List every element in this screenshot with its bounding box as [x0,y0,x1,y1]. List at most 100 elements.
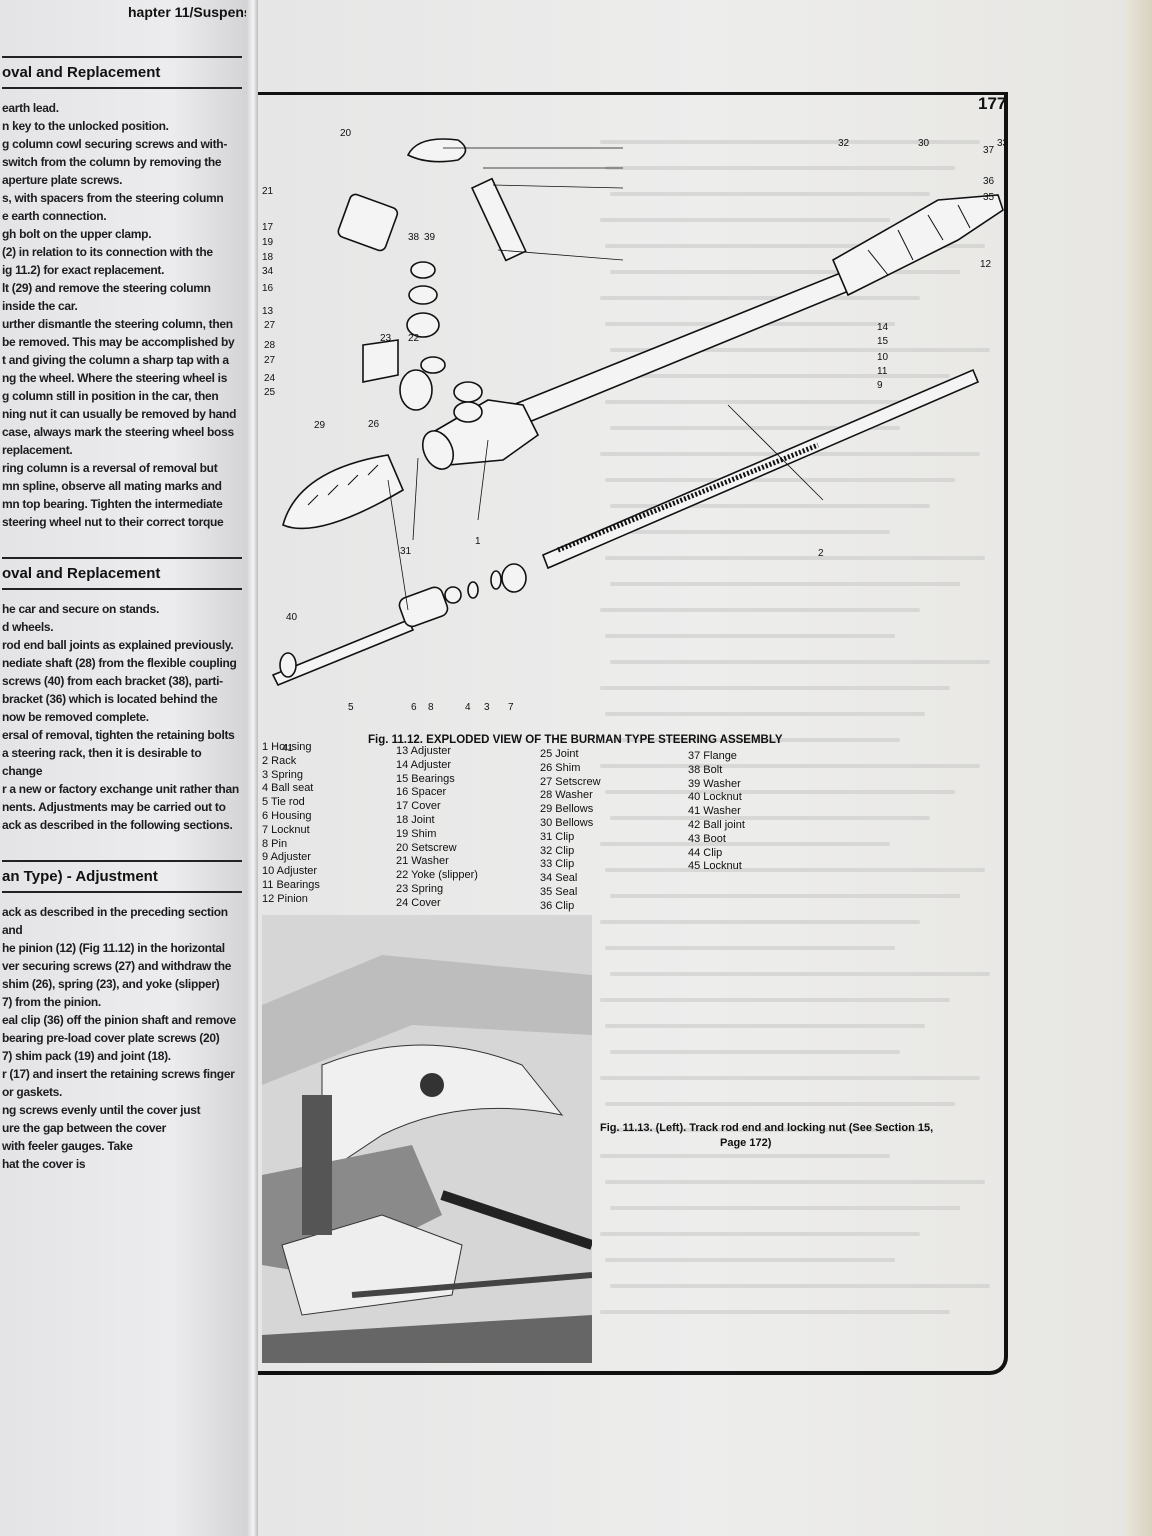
exploded-steering-diagram [271,138,1004,687]
body-text-line: ring column is a reversal of removal but [2,461,218,475]
parts-list-item: 20 Setscrew [396,841,457,854]
figure-11-12-caption: Fig. 11.12. EXPLODED VIEW OF THE BURMAN … [368,734,783,746]
body-text-line: d wheels. [2,620,54,634]
parts-list-item: 8 Pin [262,837,288,850]
section-2: oval and Replacement he car and secure o… [2,557,242,834]
faded-line [600,920,920,924]
callout-label: 5 [348,702,354,713]
callout-label: 30 [918,138,930,149]
parts-list-item: 28 Washer [540,789,593,802]
callout-label: 26 [368,419,380,430]
body-text-line: urther dismantle the steering column, th… [2,317,233,331]
rack-bar [541,368,980,570]
faded-line [610,1128,930,1132]
parts-list-item: 30 Bellows [540,816,594,829]
body-text-line: earth lead. [2,101,59,115]
parts-list-item: 41 Washer [688,805,741,818]
parts-list-item: 17 Cover [396,800,441,813]
frame-top-rule [258,92,1008,95]
body-text-line: n key to the unlocked position. [2,119,169,133]
callout-label: 33 [997,138,1009,149]
faded-line [605,1024,925,1028]
body-text-line: nediate shaft (28) from the flexible cou… [2,656,237,670]
parts-list-item: 23 Spring [396,882,444,895]
body-text-line: (2) in relation to its connection with t… [2,245,213,259]
callout-label: 37 [983,145,995,156]
faded-line [600,1076,980,1080]
parts-list-item: 2 Rack [262,754,297,767]
parts-list-item: 45 Locknut [688,860,742,873]
callout-label: 9 [877,380,883,391]
figure-11-13-caption-line2: Page 172) [720,1137,772,1149]
callout-label: 4 [465,702,471,713]
callout-label: 16 [262,283,274,294]
callout-label: 17 [262,222,274,233]
parts-list-item: 43 Boot [688,832,726,845]
body-text-line: a steering rack, then it is desirable to… [2,746,202,778]
figure-11-13-caption-line1: Fig. 11.13. (Left). Track rod end and lo… [600,1122,934,1134]
section-heading: oval and Replacement [2,557,242,590]
faded-line [605,556,985,560]
parts-list-item: 33 Clip [540,858,575,871]
parts-list-item: 10 Adjuster [262,865,318,878]
section-heading: oval and Replacement [2,56,242,89]
parts-list-item: 37 Flange [688,750,737,762]
faded-line [610,192,930,196]
parts-list-item: 21 Washer [396,855,449,868]
parts-list-item: 31 Clip [540,830,575,843]
body-text-line: g column cowl securing screws and with- [2,137,228,151]
faded-line [610,426,900,430]
faded-line [605,1180,985,1184]
body-text-line: with feeler gauges. Take [2,1139,133,1153]
parts-list-item: 7 Locknut [262,823,310,836]
body-text-line: aperture plate screws. [2,173,123,187]
parts-list-item: 32 Clip [540,844,575,857]
callout-label: 20 [340,128,352,139]
faded-line [605,166,955,170]
callout-label: 13 [262,306,274,317]
section-3: an Type) - Adjustment ack as described i… [2,860,242,1173]
body-text-line: screws (40) from each bracket (38), part… [2,674,223,688]
bellows-left [282,454,405,530]
faded-line [600,530,890,534]
body-text-line: g column still in position in the car, t… [2,389,219,403]
yoke [362,339,399,383]
body-text-line: r (17) and insert the retaining screws f… [2,1067,235,1081]
faded-line [605,868,985,872]
parts-list-item: 15 Bearings [396,772,455,785]
faded-line [610,348,990,352]
body-text-line: lt (29) and remove the steering column [2,281,211,295]
tie-rod [271,618,415,687]
cover-plate [337,193,399,252]
body-text-line: bearing pre-load cover plate screws (20) [2,1031,220,1045]
body-text-line: rod end ball joints as explained previou… [2,638,234,652]
pinion-shaft [470,177,527,262]
body-text-line: he pinion (12) (Fig 11.12) in the horizo… [2,941,225,955]
parts-list-item: 27 Setscrew [540,775,601,788]
faded-line [600,218,890,222]
faded-line [610,582,960,586]
parts-list-item: 34 Seal [540,872,578,885]
faded-line [610,1206,960,1210]
parts-list-item: 9 Adjuster [262,851,311,864]
body-text-line: eal clip (36) off the pinion shaft and r… [2,1013,236,1027]
body-text-line: or gaskets. [2,1085,63,1099]
section-1: oval and Replacement earth lead. n key to… [2,56,242,531]
body-text-line: ure the gap between the cover [2,1121,167,1135]
body-text-line: nents. Adjustments may be carried out to [2,800,226,814]
callout-label: 8 [428,702,434,713]
page-number: 177 [978,94,1007,113]
callout-label: 19 [262,237,274,248]
body-text-line: mn top bearing. Tighten the intermediate [2,497,223,511]
callout-label: 22 [408,333,420,344]
pinion-flange [406,138,467,163]
callout-label: 41 [282,743,294,754]
figure-frame [258,92,1008,1375]
body-text-line: s, with spacers from the steering column [2,191,224,205]
faded-line [610,1284,990,1288]
left-page: oval and Replacement earth lead. n key to… [0,0,246,1536]
callout-label: 10 [877,352,889,363]
faded-line [610,270,960,274]
